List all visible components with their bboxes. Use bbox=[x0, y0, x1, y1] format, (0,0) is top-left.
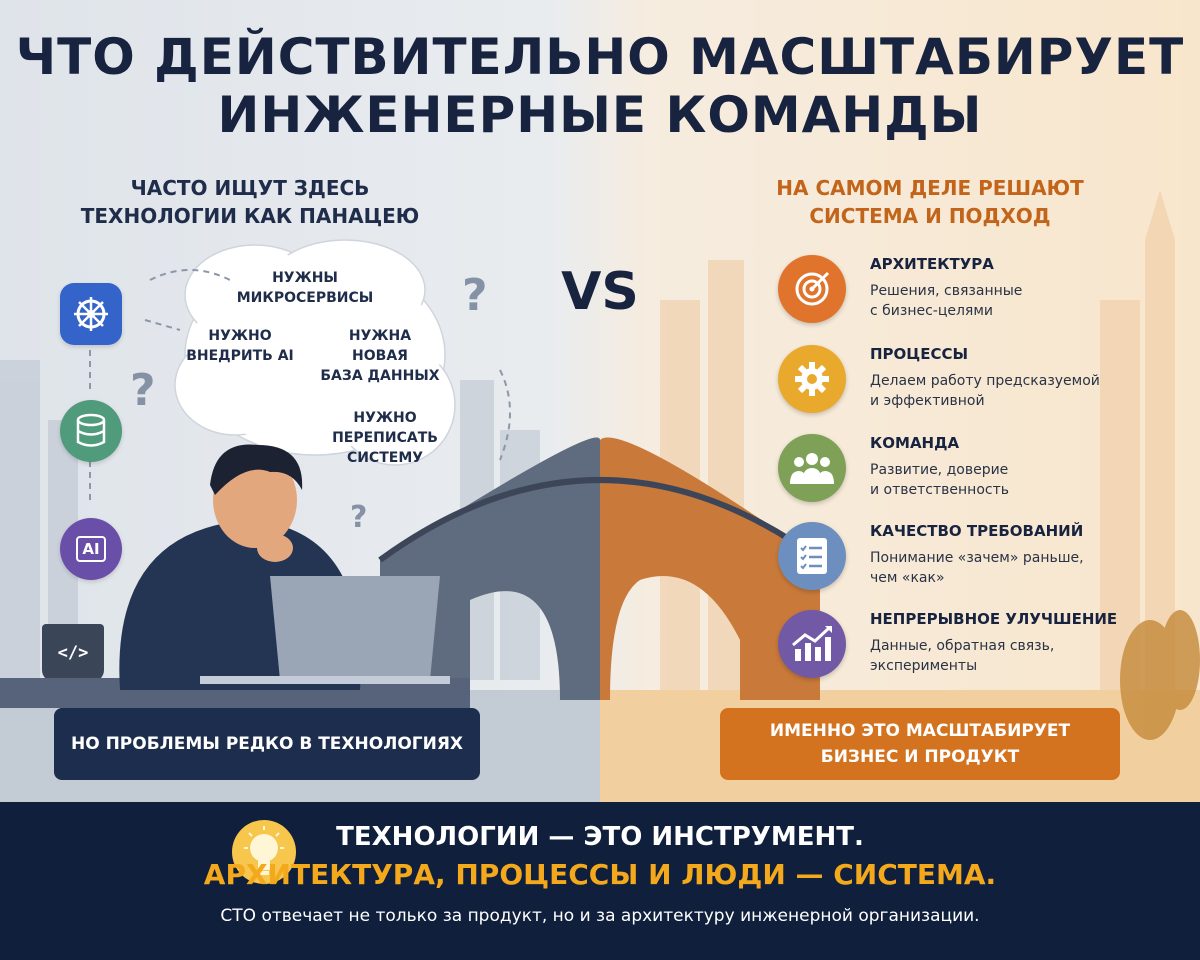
database-icon bbox=[60, 400, 122, 462]
gear-icon bbox=[778, 345, 846, 413]
right-heading-1: НА САМОМ ДЕЛЕ РЕШАЮТ bbox=[776, 176, 1084, 200]
checklist-icon bbox=[778, 522, 846, 590]
thought-line: НУЖНО bbox=[208, 328, 272, 344]
thought-microservices: НУЖНЫ МИКРОСЕРВИСЫ bbox=[230, 268, 380, 308]
item-title: КАЧЕСТВО ТРЕБОВАНИЙ bbox=[870, 522, 1084, 540]
thought-line: БАЗА ДАННЫХ bbox=[320, 368, 440, 384]
item-desc-line: Развитие, доверие bbox=[870, 462, 1009, 478]
item-description: Понимание «зачем» раньше, чем «как» bbox=[870, 548, 1170, 588]
item-desc-line: Данные, обратная связь, bbox=[870, 638, 1055, 654]
thought-line: НУЖНА bbox=[348, 328, 412, 344]
thought-line: НОВАЯ bbox=[352, 348, 408, 364]
ai-chip-icon: AI bbox=[60, 518, 122, 580]
list-item-team: КОМАНДА Развитие, доверие и ответственнос… bbox=[778, 434, 1178, 514]
item-desc-line: эксперименты bbox=[870, 658, 978, 674]
item-desc-line: Решения, связанные bbox=[870, 283, 1023, 299]
thought-line: НУЖНО bbox=[353, 410, 417, 426]
footer-line-3: СТО отвечает не только за продукт, но и … bbox=[220, 906, 980, 926]
title-line-2: ИНЖЕНЕРНЫЕ КОМАНДЫ bbox=[217, 86, 983, 144]
laptop-screen bbox=[270, 576, 440, 680]
list-item-architecture: АРХИТЕКТУРА Решения, связанные с бизнес-ц… bbox=[778, 255, 1178, 335]
item-desc-line: и эффективной bbox=[870, 393, 985, 409]
item-description: Развитие, доверие и ответственность bbox=[870, 460, 1170, 500]
item-description: Данные, обратная связь, эксперименты bbox=[870, 636, 1170, 676]
item-desc-line: с бизнес-целями bbox=[870, 303, 994, 319]
question-mark-icon: ? bbox=[350, 500, 368, 535]
footer bbox=[0, 802, 1200, 960]
item-title: НЕПРЕРЫВНОЕ УЛУЧШЕНИЕ bbox=[870, 610, 1118, 628]
question-mark-icon: ? bbox=[130, 365, 156, 416]
list-item-improvement: НЕПРЕРЫВНОЕ УЛУЧШЕНИЕ Данные, обратная с… bbox=[778, 610, 1178, 690]
right-banner-line: БИЗНЕС И ПРОДУКТ bbox=[820, 747, 1020, 767]
item-desc-line: Делаем работу предсказуемой bbox=[870, 373, 1100, 389]
thought-line: ВНЕДРИТЬ AI bbox=[186, 348, 294, 364]
item-title: ПРОЦЕССЫ bbox=[870, 345, 969, 363]
list-item-requirements: КАЧЕСТВО ТРЕБОВАНИЙ Понимание «зачем» ра… bbox=[778, 522, 1178, 602]
left-heading-2: ТЕХНОЛОГИИ КАК ПАНАЦЕЮ bbox=[80, 204, 420, 228]
hair bbox=[210, 444, 303, 495]
item-description: Решения, связанные с бизнес-целями bbox=[870, 281, 1170, 321]
left-subheading: ЧАСТО ИЩУТ ЗДЕСЬ ТЕХНОЛОГИИ КАК ПАНАЦЕЮ bbox=[60, 174, 440, 230]
list-item-processes: ПРОЦЕССЫ Делаем работу предсказуемой и эф… bbox=[778, 345, 1178, 425]
page-title: ЧТО ДЕЙСТВИТЕЛЬНО МАСШТАБИРУЕТ ИНЖЕНЕРНЫ… bbox=[0, 28, 1200, 144]
kubernetes-icon bbox=[60, 283, 122, 345]
bridge-left-half bbox=[380, 437, 600, 700]
thought-line: НУЖНЫ bbox=[272, 270, 338, 286]
item-desc-line: и ответственность bbox=[870, 482, 1009, 498]
right-subheading: НА САМОМ ДЕЛЕ РЕШАЮТ СИСТЕМА И ПОДХОД bbox=[730, 174, 1130, 230]
thought-line: СИСТЕМУ bbox=[346, 450, 424, 466]
thought-line: МИКРОСЕРВИСЫ bbox=[236, 290, 374, 306]
right-banner: ИМЕННО ЭТО МАСШТАБИРУЕТ БИЗНЕС И ПРОДУКТ bbox=[720, 708, 1120, 780]
developer-illustration bbox=[0, 444, 470, 708]
footer-line-2: АРХИТЕКТУРА, ПРОЦЕССЫ И ЛЮДИ — СИСТЕМА. bbox=[203, 858, 997, 891]
code-mug-label: </> bbox=[57, 643, 89, 663]
hand bbox=[257, 534, 293, 562]
vs-label: VS bbox=[561, 262, 639, 322]
item-title: АРХИТЕКТУРА bbox=[870, 255, 994, 273]
footer-line-1: ТЕХНОЛОГИИ — ЭТО ИНСТРУМЕНТ. bbox=[336, 822, 864, 852]
lightbulb-icon bbox=[232, 820, 296, 884]
thought-cloud bbox=[174, 239, 456, 505]
question-mark-icon: ? bbox=[462, 270, 488, 321]
laptop-base bbox=[200, 676, 450, 684]
title-line-1: ЧТО ДЕЙСТВИТЕЛЬНО МАСШТАБИРУЕТ bbox=[15, 28, 1185, 86]
right-banner-line: ИМЕННО ЭТО МАСШТАБИРУЕТ bbox=[769, 721, 1071, 741]
item-desc-line: Понимание «зачем» раньше, bbox=[870, 550, 1084, 566]
dashed-arrows bbox=[89, 269, 511, 505]
thought-ai: НУЖНО ВНЕДРИТЬ AI bbox=[180, 326, 300, 366]
ai-chip-label: AI bbox=[76, 536, 106, 562]
growth-chart-icon bbox=[778, 610, 846, 678]
plant-decoration bbox=[1120, 610, 1200, 740]
thought-database: НУЖНА НОВАЯ БАЗА ДАННЫХ bbox=[320, 326, 440, 386]
thought-rewrite: НУЖНО ПЕРЕПИСАТЬ СИСТЕМУ bbox=[320, 408, 450, 468]
bridge-right-half bbox=[600, 437, 820, 700]
people-icon bbox=[778, 434, 846, 502]
bridge-railing bbox=[378, 477, 822, 563]
thought-line: ПЕРЕПИСАТЬ bbox=[332, 430, 438, 446]
item-title: КОМАНДА bbox=[870, 434, 960, 452]
left-heading-1: ЧАСТО ИЩУТ ЗДЕСЬ bbox=[130, 176, 370, 200]
code-mug-icon: </> bbox=[42, 624, 104, 682]
item-description: Делаем работу предсказуемой и эффективной bbox=[870, 371, 1170, 411]
item-desc-line: чем «как» bbox=[870, 570, 945, 586]
right-heading-2: СИСТЕМА И ПОДХОД bbox=[809, 204, 1051, 228]
left-banner: НО ПРОБЛЕМЫ РЕДКО В ТЕХНОЛОГИЯХ bbox=[54, 708, 480, 780]
target-icon bbox=[778, 255, 846, 323]
